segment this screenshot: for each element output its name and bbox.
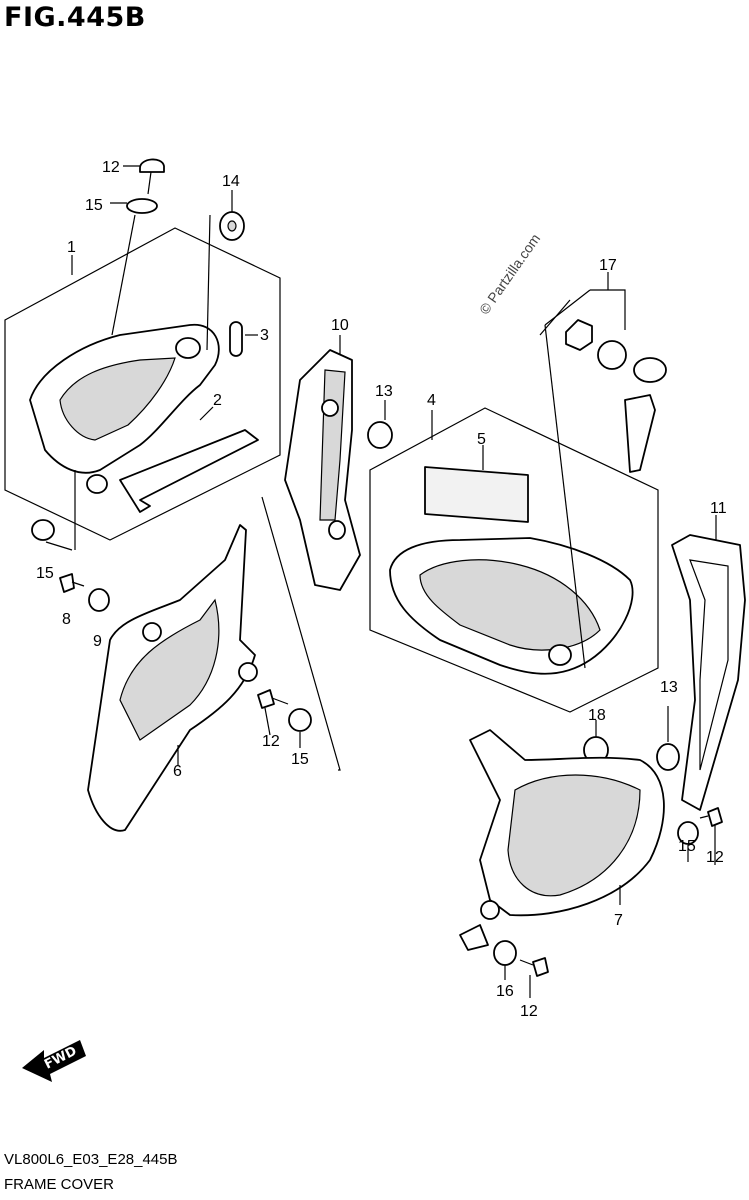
part-7-hole	[480, 900, 500, 920]
callout-12-bottom: 12	[520, 1003, 538, 1020]
callout-11: 11	[710, 500, 727, 517]
part-12-screw-mid	[257, 689, 275, 709]
part-17-key-ring	[633, 357, 667, 383]
callout-15-left: 15	[36, 565, 54, 582]
callout-1: 1	[67, 239, 76, 256]
callout-10: 10	[331, 317, 349, 334]
part-6-shade	[119, 598, 220, 741]
part-5-label	[424, 466, 529, 523]
part-7-tab	[459, 924, 489, 951]
fwd-arrow-icon: FWD	[22, 1040, 86, 1082]
leader-6-10	[261, 496, 341, 771]
callout-6: 6	[173, 763, 182, 780]
part-11-inner	[689, 559, 729, 771]
part-16-grommet	[493, 940, 517, 966]
part-17-lock-cylinder	[597, 340, 627, 370]
part-17-bracket-line	[590, 289, 626, 330]
part-4-shade	[419, 559, 601, 651]
part-6-hole-lower	[238, 662, 258, 682]
part-17-key	[624, 394, 656, 473]
part-1-inner-shade	[59, 357, 176, 441]
part-15-grommet-top	[126, 198, 158, 214]
part-15-grommet-right	[677, 821, 699, 845]
callout-15-mid: 15	[291, 751, 309, 768]
callout-16: 16	[496, 983, 514, 1000]
assembly-4-outline	[369, 407, 659, 713]
part-3-pin	[229, 321, 243, 357]
callout-12-right: 12	[706, 849, 724, 866]
leader-17-4	[544, 324, 586, 669]
callout-4: 4	[427, 392, 436, 409]
part-1-mount-hole	[86, 474, 108, 494]
part-15-grommet-left	[31, 519, 55, 541]
part-14-hole	[227, 220, 237, 232]
part-11-bracket	[671, 534, 746, 811]
part-10-stud	[321, 399, 339, 417]
callout-14: 14	[222, 173, 240, 190]
part-17-nut	[565, 319, 593, 351]
part-2-plate	[119, 429, 259, 513]
figure-name: FRAME COVER	[4, 1176, 115, 1193]
callout-2: 2	[213, 392, 222, 409]
figure-code: VL800L6_E03_E28_445B	[4, 1151, 178, 1168]
callout-3: 3	[260, 327, 269, 344]
callout-5: 5	[477, 431, 486, 448]
part-10-hole	[328, 520, 346, 540]
part-8-bolt	[59, 573, 75, 593]
callout-7: 7	[614, 912, 623, 929]
part-4-mount-hole	[548, 644, 572, 666]
callout-13-right: 13	[660, 679, 678, 696]
callout-15-right: 15	[678, 838, 696, 855]
part-12-screw-top	[139, 158, 165, 173]
assembly-1-outline	[4, 227, 281, 541]
part-13-grommet-right	[656, 743, 680, 771]
part-9-grommet	[88, 588, 110, 612]
part-15-grommet-mid	[288, 708, 312, 732]
part-12-screw-shaft	[147, 171, 152, 195]
figure-title: FIG.445B	[4, 2, 146, 33]
part-13-grommet-mid	[367, 421, 393, 449]
part-12-screw-bottom	[532, 957, 549, 977]
callout-17: 17	[599, 257, 617, 274]
part-6-hole-upper	[142, 622, 162, 642]
part-1-boss	[175, 337, 201, 359]
callout-15: 15	[85, 197, 103, 214]
callout-13: 13	[375, 383, 393, 400]
part-12-screw-right	[707, 807, 723, 827]
part-7-shade	[507, 774, 641, 897]
callout-8: 8	[62, 611, 71, 628]
callout-18: 18	[588, 707, 606, 724]
callout-12: 12	[102, 159, 120, 176]
callout-9: 9	[93, 633, 102, 650]
callout-12-mid: 12	[262, 733, 280, 750]
